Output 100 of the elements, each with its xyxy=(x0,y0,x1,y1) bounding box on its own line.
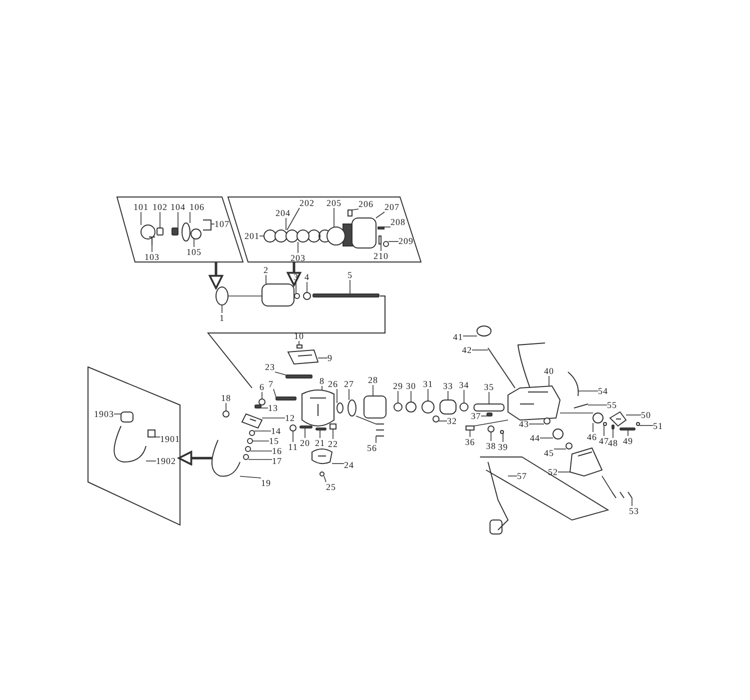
reel-part xyxy=(383,241,389,247)
reel-part xyxy=(376,424,384,436)
callout-number: 24 xyxy=(344,460,354,470)
callout-number: 54 xyxy=(598,386,608,396)
callout-number: 50 xyxy=(641,410,651,420)
leader-line xyxy=(273,388,276,398)
reel-part xyxy=(466,426,474,430)
reel-part xyxy=(612,424,614,430)
callout-number: 203 xyxy=(290,253,306,263)
reel-part xyxy=(566,442,572,450)
leader-line xyxy=(286,208,300,230)
reel-part xyxy=(330,424,336,430)
leader-line xyxy=(380,244,382,252)
reel-part xyxy=(476,326,492,336)
callout-number: 210 xyxy=(374,251,388,261)
connector-line xyxy=(474,420,508,426)
callout-number: 36 xyxy=(465,437,475,447)
callout-number: 13 xyxy=(268,403,278,413)
callout-number: 57 xyxy=(517,471,527,481)
reel-part xyxy=(172,228,178,236)
reel-part xyxy=(336,402,344,414)
arrow xyxy=(286,262,302,286)
leader-line xyxy=(388,241,399,242)
reel-part xyxy=(276,396,296,400)
callout-number: 11 xyxy=(288,442,298,452)
leader-line xyxy=(578,390,598,392)
reel-part xyxy=(216,286,228,306)
leader-line xyxy=(612,428,614,438)
reel-part xyxy=(352,218,376,248)
reel-part xyxy=(312,448,332,464)
reel-part xyxy=(440,400,456,414)
reel-part xyxy=(156,228,164,236)
callout-number: 43 xyxy=(519,419,529,429)
callout-number: 104 xyxy=(170,202,186,212)
leader-line xyxy=(252,440,270,442)
reel-part xyxy=(603,422,607,426)
reel-part xyxy=(294,293,300,299)
reel-part xyxy=(286,374,312,378)
reel-part xyxy=(242,414,263,429)
callout-number: 38 xyxy=(486,441,496,451)
callout-number: 202 xyxy=(300,198,314,208)
reel-part xyxy=(488,426,494,432)
inset-panel xyxy=(88,367,180,525)
callout-number: 45 xyxy=(544,448,554,458)
callout-number: 48 xyxy=(608,438,618,448)
leader-line xyxy=(254,430,272,432)
callout-number: 21 xyxy=(315,438,325,448)
leader-line xyxy=(372,384,374,396)
leader-line xyxy=(548,376,550,386)
reel-part xyxy=(212,440,240,477)
callout-number: 207 xyxy=(384,202,400,212)
reel-part xyxy=(406,402,416,412)
leader-line xyxy=(332,463,344,464)
callout-number: 106 xyxy=(190,202,204,212)
callout-number: 23 xyxy=(265,362,275,372)
leader-line xyxy=(146,460,156,462)
callout-number: 17 xyxy=(272,456,282,466)
reel-part xyxy=(222,410,230,418)
leader-line xyxy=(306,282,308,293)
reel-part xyxy=(312,294,380,298)
leader-line xyxy=(502,433,504,442)
callout-number: 47 xyxy=(599,436,609,446)
reel-part xyxy=(274,230,288,242)
callout-number: 5 xyxy=(348,270,352,280)
callout-number: 27 xyxy=(344,379,354,389)
reel-part xyxy=(148,430,156,438)
callout-number: 29 xyxy=(393,381,403,391)
leader-line xyxy=(324,476,326,482)
reel-part xyxy=(326,226,346,246)
callout-number: 53 xyxy=(629,506,639,516)
reel-part xyxy=(432,416,440,422)
callout-number: 206 xyxy=(358,199,374,209)
reel-part xyxy=(300,426,312,428)
leader-line xyxy=(639,425,654,426)
callout-number: 15 xyxy=(269,436,279,446)
reel-part xyxy=(190,228,202,240)
reel-part xyxy=(486,412,492,416)
reel-part xyxy=(245,446,251,452)
callout-number: 34 xyxy=(459,380,469,390)
connector-line xyxy=(356,416,376,424)
reel-part xyxy=(286,230,298,242)
callout-number: 105 xyxy=(186,247,202,257)
reel-part xyxy=(544,418,550,424)
callout-number: 4 xyxy=(304,272,310,282)
callout-number: 209 xyxy=(398,236,414,246)
callout-number: 20 xyxy=(300,438,310,448)
callout-number: 208 xyxy=(390,217,406,227)
arrow xyxy=(178,450,212,466)
reel-part xyxy=(508,385,561,420)
reel-part xyxy=(568,372,579,396)
callout-number: 2 xyxy=(264,265,268,275)
reel-part xyxy=(254,404,262,408)
leader-line xyxy=(410,390,412,402)
reel-part xyxy=(552,428,564,440)
leader-line xyxy=(488,392,490,404)
callout-number: 1902 xyxy=(156,456,176,466)
callout-number: 9 xyxy=(328,353,332,363)
callout-number: 204 xyxy=(276,208,290,218)
leader-line xyxy=(140,212,142,226)
callout-number: 1903 xyxy=(94,409,114,419)
